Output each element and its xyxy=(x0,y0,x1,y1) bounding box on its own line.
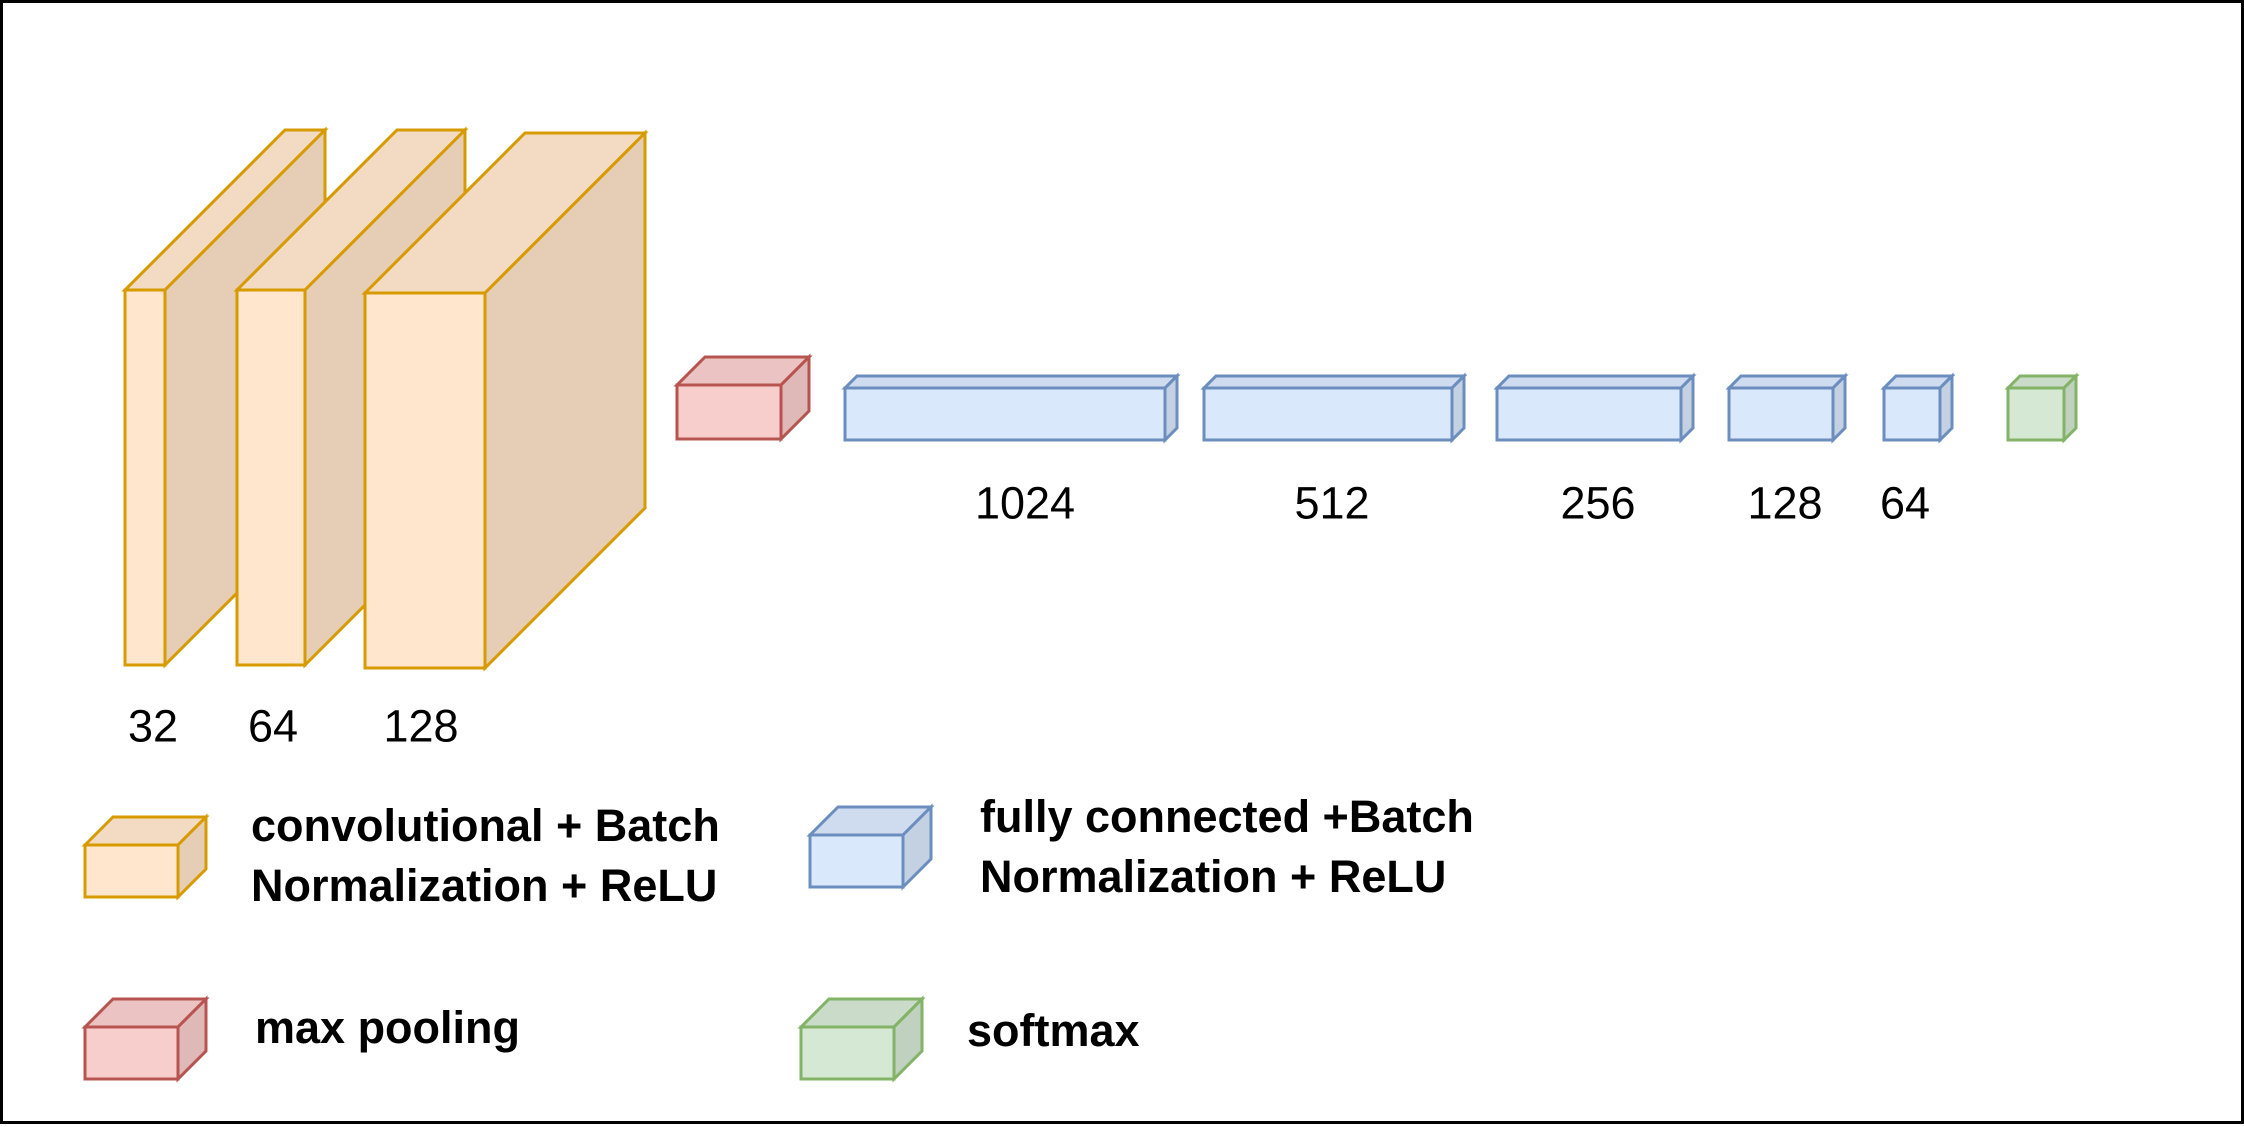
legend-softmax-icon-front-face xyxy=(799,1025,896,1081)
fc4-label: 128 xyxy=(1747,477,1823,529)
fc-layer-5-front-face xyxy=(1882,386,1942,442)
fc-layer-3-side-face xyxy=(1679,372,1695,444)
legend-conv-text: convolutional + Batch Normalization + Re… xyxy=(251,796,720,916)
conv-layer-2-front-face xyxy=(235,288,307,667)
legend-pool-icon-front-face xyxy=(83,1025,180,1081)
fc-layer-4-front-face xyxy=(1727,386,1835,442)
conv-layer-1-front-face xyxy=(123,288,167,667)
fc-layer-2-top-face xyxy=(1200,374,1468,390)
conv1-label: 32 xyxy=(127,700,179,752)
legend-fc-line1: fully connected +Batch xyxy=(980,791,1474,842)
fc-layer-1-top-face xyxy=(841,374,1181,390)
softmax-layer-front-face xyxy=(2006,386,2066,442)
fc-layer-4-side-face xyxy=(1831,372,1847,444)
diagram-canvas xyxy=(81,126,2080,1083)
fc-layer-3-front-face xyxy=(1495,386,1683,442)
fc-layer-1-side-face xyxy=(1163,372,1179,444)
legend-conv-icon-front-face xyxy=(83,843,180,899)
legend-pool-line1: max pooling xyxy=(255,1002,521,1053)
legend-softmax-text: softmax xyxy=(967,1001,1140,1061)
legend-conv-icon xyxy=(81,813,210,901)
fc-layer-4 xyxy=(1725,372,1849,444)
fc-layer-2-front-face xyxy=(1202,386,1454,442)
fc-layer-5 xyxy=(1880,372,1956,444)
fc-layer-2-side-face xyxy=(1450,372,1466,444)
conv-layer-3-front-face xyxy=(363,291,487,670)
conv2-label: 64 xyxy=(247,700,299,752)
fc5-label: 64 xyxy=(1879,477,1931,529)
fc-layer-1 xyxy=(841,372,1181,444)
conv3-label: 128 xyxy=(383,700,459,752)
fc-layer-3 xyxy=(1493,372,1697,444)
fc2-label: 512 xyxy=(1294,477,1370,529)
fc-layer-4-top-face xyxy=(1725,374,1849,390)
fc3-label: 256 xyxy=(1560,477,1636,529)
legend-fc-text: fully connected +Batch Normalization + R… xyxy=(980,787,1474,907)
legend-fc-icon xyxy=(806,803,935,891)
fc-layer-5-side-face xyxy=(1938,372,1954,444)
fc1-label: 1024 xyxy=(974,477,1076,529)
legend-softmax-icon xyxy=(797,995,926,1083)
fc-layer-3-top-face xyxy=(1493,374,1697,390)
conv-layer-3 xyxy=(361,129,649,672)
legend-fc-icon-front-face xyxy=(808,833,905,889)
legend-fc-line2: Normalization + ReLU xyxy=(980,851,1447,902)
legend-pool-icon xyxy=(81,995,210,1083)
fc-layer-2 xyxy=(1200,372,1468,444)
max-pooling-layer-front-face xyxy=(675,383,783,441)
max-pooling-layer xyxy=(673,353,813,443)
legend-softmax-line1: softmax xyxy=(967,1005,1140,1056)
softmax-layer xyxy=(2004,372,2080,444)
legend-conv-line1: convolutional + Batch xyxy=(251,800,720,851)
fc-layer-1-front-face xyxy=(843,386,1167,442)
softmax-layer-side-face xyxy=(2062,372,2078,444)
legend-conv-line2: Normalization + ReLU xyxy=(251,860,718,911)
legend-pool-text: max pooling xyxy=(255,998,520,1058)
